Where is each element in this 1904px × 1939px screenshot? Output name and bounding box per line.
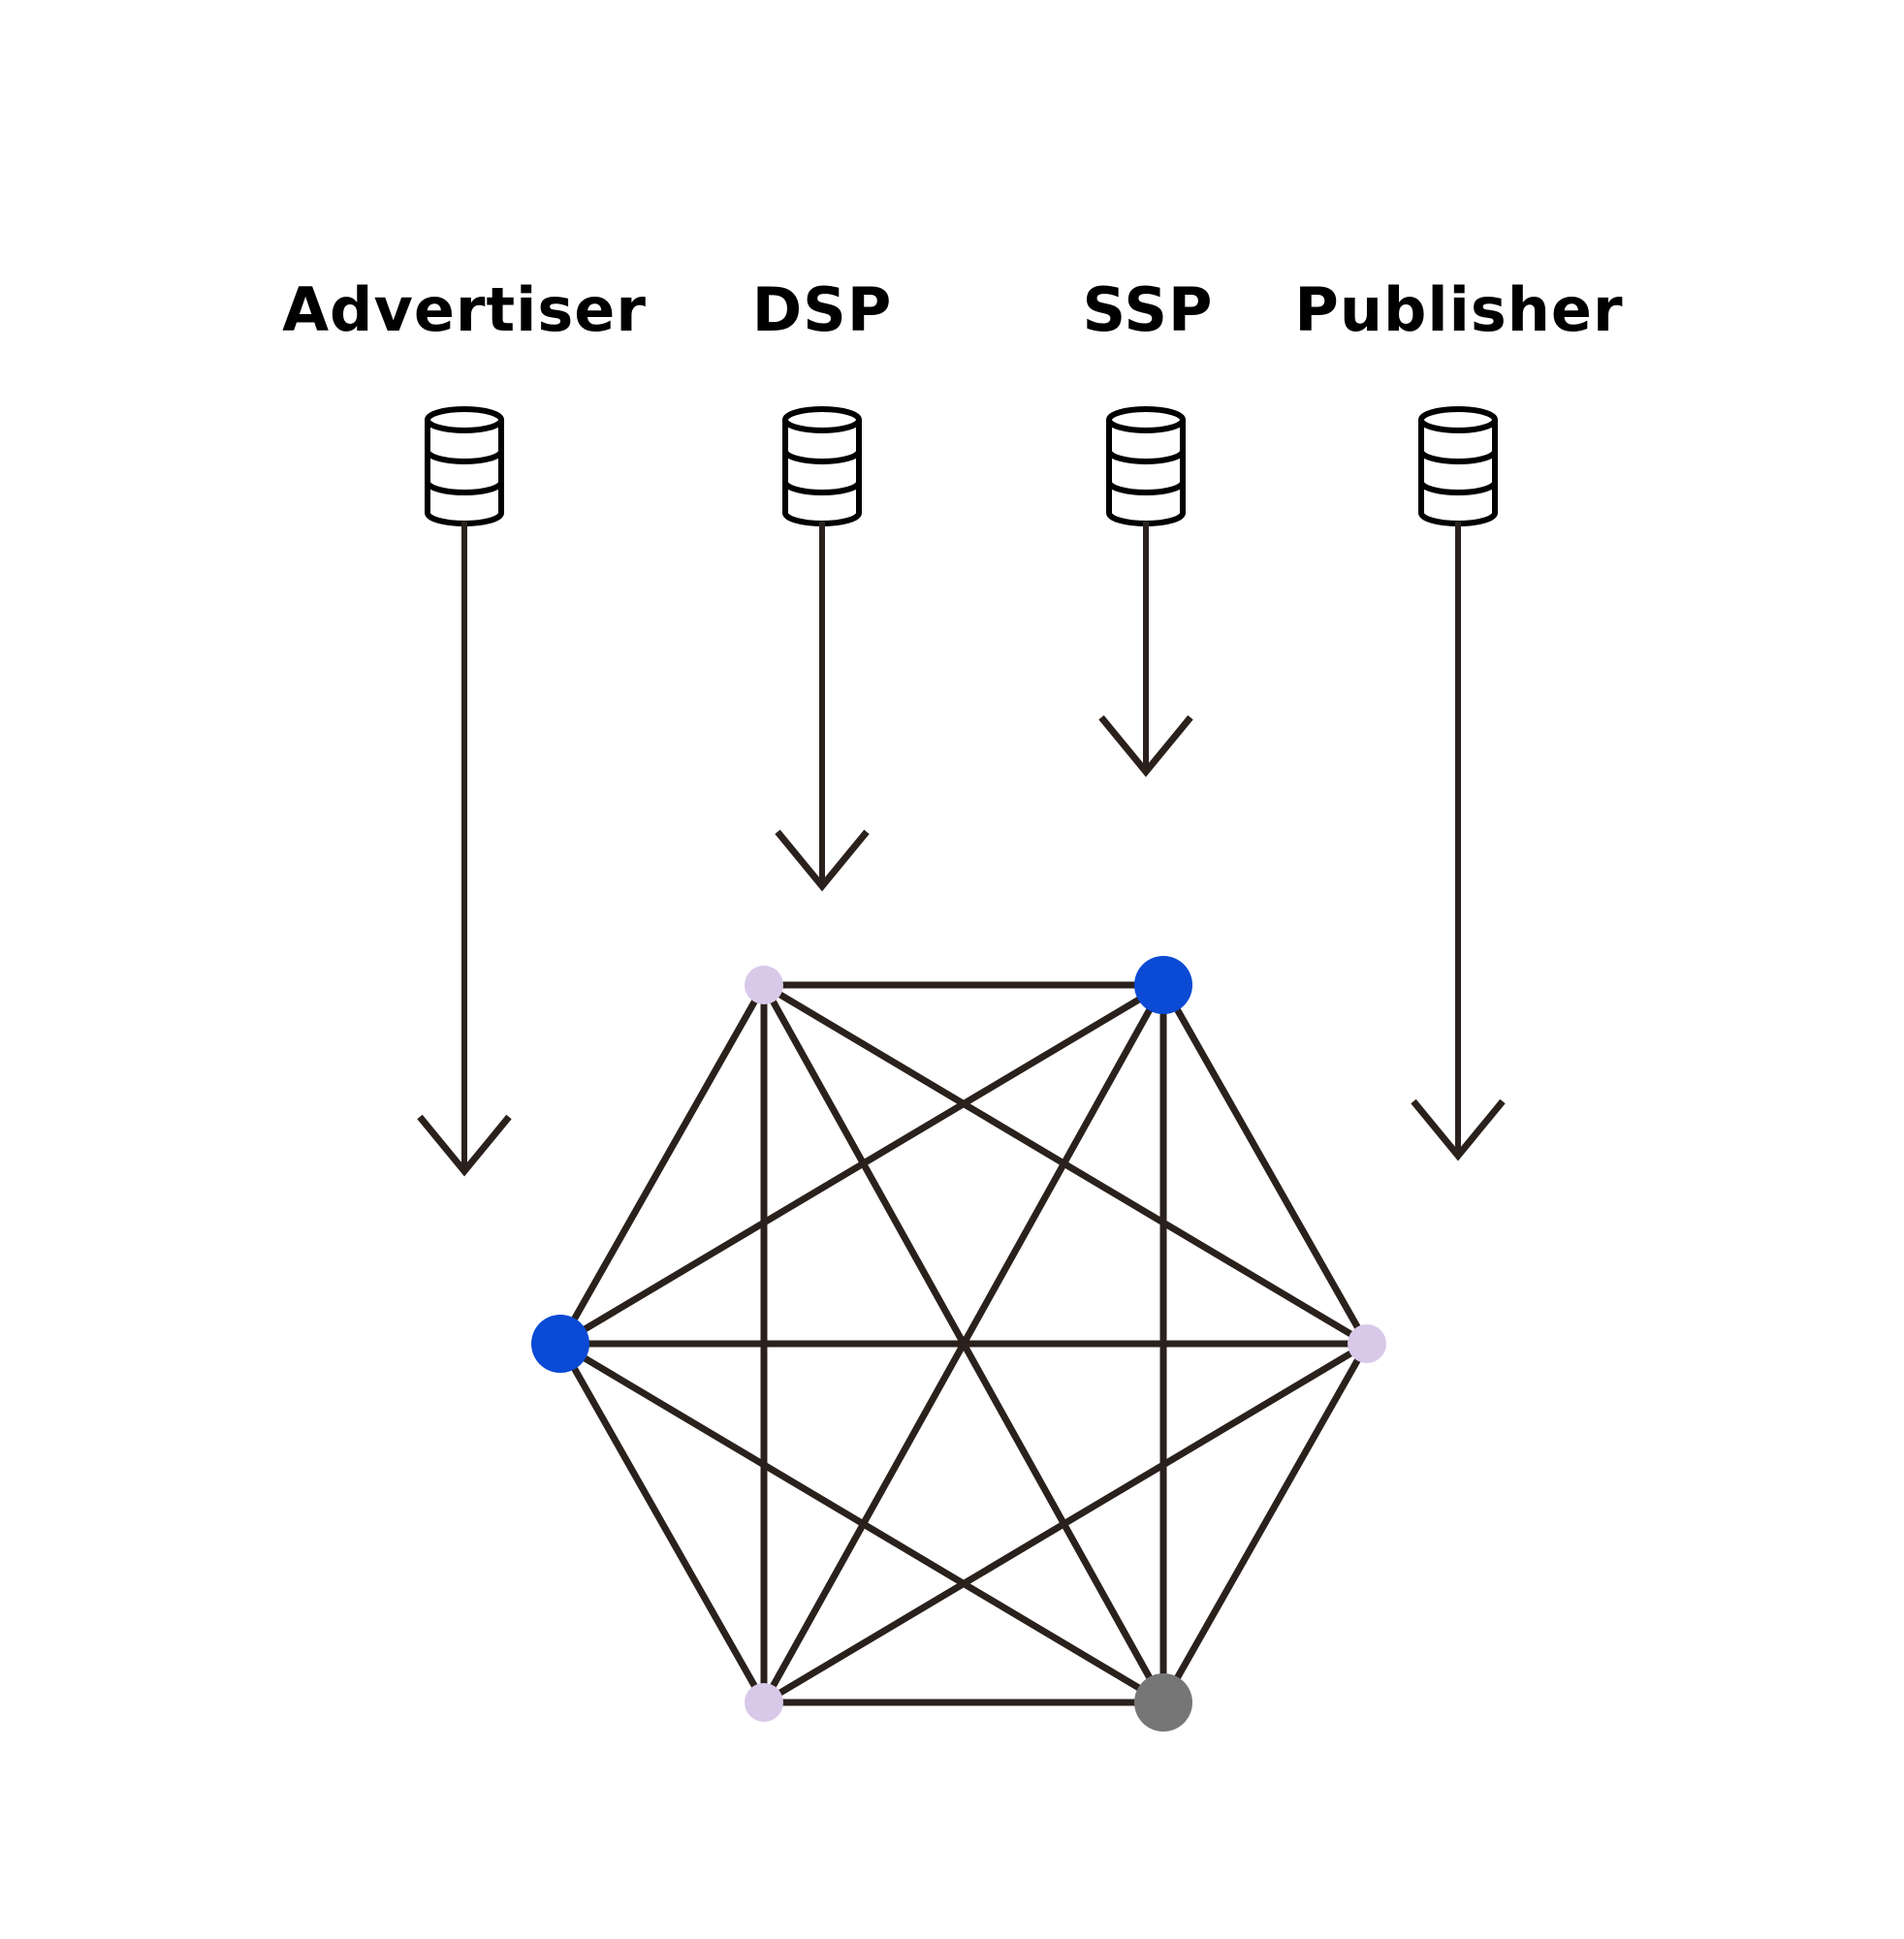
label-publisher: Publisher: [1294, 274, 1623, 345]
label-ssp: SSP: [1083, 274, 1214, 345]
edge-top-right-left: [556, 981, 1167, 1348]
arrow-publisher: [1411, 522, 1506, 1161]
edge-top-right-right: [1159, 981, 1371, 1348]
label-dsp: DSP: [752, 274, 893, 345]
node-right: [1348, 1324, 1386, 1363]
edge-top-left-left: [556, 981, 768, 1348]
edge-left-bottom-left: [556, 1340, 768, 1706]
database-icon: [425, 406, 504, 526]
database-icon: [782, 406, 862, 526]
node-bottom-right: [1134, 1673, 1192, 1732]
arrow-advertiser: [417, 522, 512, 1177]
arrow-ssp: [1098, 522, 1193, 778]
node-left: [531, 1315, 589, 1373]
node-bottom-left: [745, 1683, 783, 1722]
label-advertiser: Advertiser: [282, 274, 647, 345]
edge-right-bottom-left: [760, 1340, 1371, 1706]
database-icon: [1418, 406, 1498, 526]
database-icon: [1106, 406, 1186, 526]
node-top-left: [745, 966, 783, 1004]
edge-right-bottom-right: [1159, 1340, 1371, 1706]
arrow-dsp: [775, 522, 870, 892]
edge-left-bottom-right: [556, 1340, 1167, 1706]
node-top-right: [1134, 956, 1192, 1014]
